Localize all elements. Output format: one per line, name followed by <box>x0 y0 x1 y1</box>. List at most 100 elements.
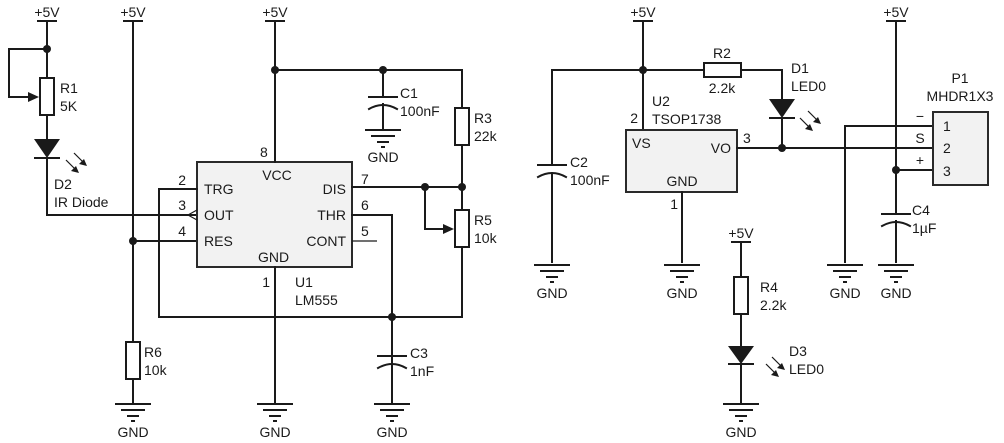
wiper-arrow-icon <box>28 92 39 102</box>
c4-ref: C4 <box>912 202 930 218</box>
c4-value: 1µF <box>912 220 936 236</box>
r5-value: 10k <box>474 230 498 246</box>
gnd-symbol: GND <box>827 264 863 301</box>
u1-pin-vcc: VCC <box>262 167 292 183</box>
d3-value: LED0 <box>789 361 824 377</box>
u2-pin-num: 3 <box>743 130 751 146</box>
ir-diode-d2: D2 IR Diode <box>34 139 109 216</box>
u2-pin-vo: VO <box>711 140 731 156</box>
p1-pin-num: 1 <box>943 118 951 134</box>
u2-pin-gnd: GND <box>666 173 697 189</box>
c3-ref: C3 <box>410 345 428 361</box>
gnd-label: GND <box>829 285 860 301</box>
vcc-label: +5V <box>34 4 60 20</box>
gnd-label: GND <box>117 424 148 440</box>
light-emission-icon <box>65 152 87 173</box>
c2-ref: C2 <box>570 154 588 170</box>
u2-pin-num: 2 <box>630 110 638 126</box>
u1-pin-res: RES <box>204 233 233 249</box>
vcc-label: +5V <box>883 4 909 20</box>
light-emission-icon <box>799 110 821 131</box>
vcc-symbol-u2: +5V <box>630 4 656 131</box>
gnd-label: GND <box>666 285 697 301</box>
d2-value: IR Diode <box>54 194 109 210</box>
gnd-label: GND <box>725 424 756 440</box>
gnd-symbol: GND <box>534 264 570 301</box>
capacitor-c4: C4 1µF <box>880 202 936 263</box>
u2-pin-num: 1 <box>670 196 678 212</box>
u1-pin-num: 4 <box>178 223 186 239</box>
vcc-symbol-u1: +5V <box>262 4 288 163</box>
u2-pin-vs: VS <box>632 135 651 151</box>
u1-pin-dis: DIS <box>323 181 346 197</box>
u1-pin-num: 3 <box>178 197 186 213</box>
led-d3: D3 LED0 <box>728 343 824 404</box>
u1-pin-num: 5 <box>361 223 369 239</box>
gnd-symbol: GND <box>723 403 759 440</box>
r5-ref: R5 <box>474 212 492 228</box>
diode-icon <box>728 346 754 364</box>
u2-ref: U2 <box>652 93 670 109</box>
r2-ref: R2 <box>713 45 731 61</box>
c1-value: 100nF <box>400 103 440 119</box>
resistor-r3: R3 22k <box>454 69 498 188</box>
u1-pin-num: 8 <box>260 144 268 160</box>
gnd-symbol: GND <box>115 403 151 440</box>
r2-value: 2.2k <box>709 80 736 96</box>
gnd-symbol: GND <box>257 403 293 440</box>
r3-value: 22k <box>474 128 498 144</box>
capacitor-c3: C3 1nF <box>376 316 434 404</box>
output-pin-icon <box>186 209 198 221</box>
gnd-label: GND <box>367 149 398 165</box>
vcc-symbol-p1: +5V <box>883 4 909 215</box>
p1-pin-label: S <box>915 130 924 146</box>
header-p1: P1 MHDR1X3 1 2 3 − S + <box>915 70 994 186</box>
gnd-label: GND <box>536 285 567 301</box>
vcc-label: +5V <box>728 225 754 241</box>
u1-pin-trg: TRG <box>204 181 234 197</box>
p1-pin-label: − <box>916 108 924 124</box>
gnd-label: GND <box>880 285 911 301</box>
gnd-symbol: GND <box>365 129 401 165</box>
junction-dot <box>778 144 786 152</box>
c3-value: 1nF <box>410 363 434 379</box>
vcc-label: +5V <box>630 4 656 20</box>
p1-pin-num: 2 <box>943 140 951 156</box>
u1-pin-num: 1 <box>262 274 270 290</box>
vcc-symbol-r4: +5V <box>728 225 754 278</box>
c2-value: 100nF <box>570 172 610 188</box>
r6-value: 10k <box>144 362 168 378</box>
potentiometer-r5: R5 10k <box>424 186 498 318</box>
gnd-symbol: GND <box>878 264 914 301</box>
r6-ref: R6 <box>144 344 162 360</box>
light-emission-icon <box>765 356 785 377</box>
capacitor-c2: C2 100nF <box>536 154 610 188</box>
u1-ref: U1 <box>295 274 313 290</box>
cap-gap <box>545 166 559 172</box>
gnd-label: GND <box>259 424 290 440</box>
d1-value: LED0 <box>791 78 826 94</box>
u1-pin-thr: THR <box>317 207 346 223</box>
r1-ref: R1 <box>60 80 78 96</box>
vcc-symbol-res: +5V <box>120 4 146 343</box>
r4-ref: R4 <box>760 279 778 295</box>
potentiometer-r1: R1 5K <box>8 48 78 139</box>
diode-icon <box>769 99 795 118</box>
ic-u1-lm555: VCC TRG OUT RES DIS THR CONT GND 2 3 4 8… <box>178 144 369 308</box>
r4-value: 2.2k <box>760 297 787 313</box>
u2-value: TSOP1738 <box>652 111 721 127</box>
r1-value: 5K <box>60 98 78 114</box>
u1-pin-gnd: GND <box>258 249 289 265</box>
resistor-r4: R4 2.2k <box>733 276 787 347</box>
c1-ref: C1 <box>400 85 418 101</box>
u1-pin-cont: CONT <box>306 233 346 249</box>
gnd-label: GND <box>376 424 407 440</box>
u1-pin-num: 2 <box>178 172 186 188</box>
d1-ref: D1 <box>791 60 809 76</box>
d2-ref: D2 <box>54 176 72 192</box>
ic-u2-tsop1738: VS VO GND 2 3 1 U2 TSOP1738 <box>625 93 751 212</box>
vcc-symbol-r1: +5V <box>34 4 60 49</box>
p1-ref: P1 <box>951 70 968 86</box>
gnd-symbol: GND <box>374 403 410 440</box>
